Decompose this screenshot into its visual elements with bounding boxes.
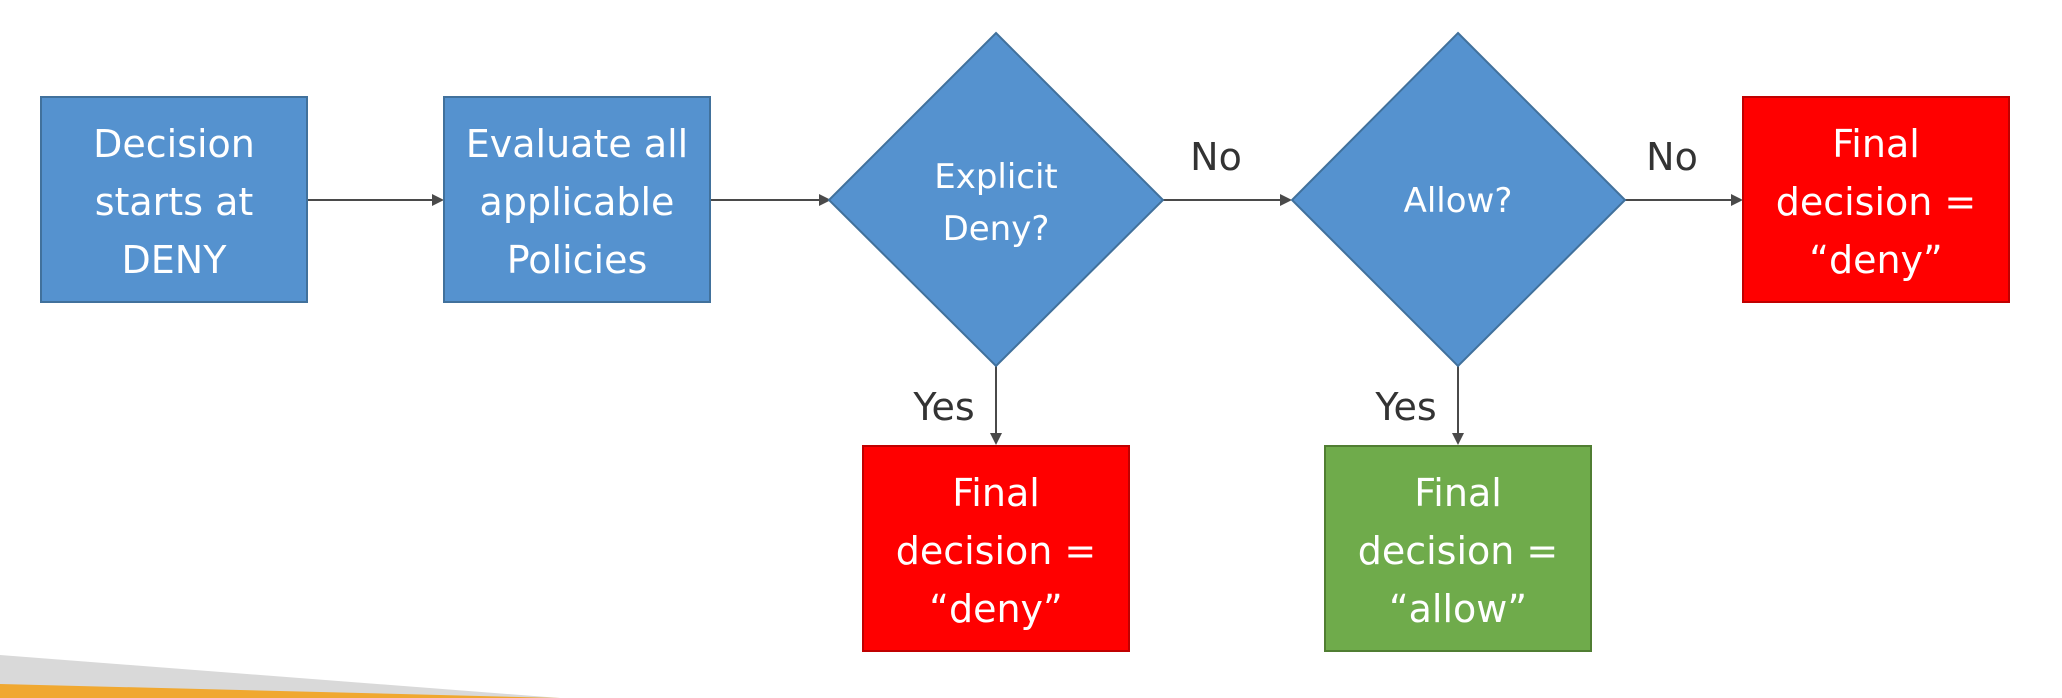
node-evaluate-policies-line2: applicable [480,180,675,224]
node-final-deny-yes-line3: “deny” [929,587,1062,631]
node-final-allow: Final decision = “allow” [1324,445,1592,652]
node-final-deny-no-line3: “deny” [1809,238,1942,282]
node-allow-decision: Allow? [1290,31,1627,368]
node-final-allow-line3: “allow” [1389,587,1527,631]
node-decision-start-line2: starts at [95,180,254,224]
node-final-deny-yes-path: Final decision = “deny” [862,445,1130,652]
node-evaluate-policies-line3: Policies [507,238,648,282]
edge-label-explicit-deny-no: No [1190,135,1242,179]
node-decision-start-line3: DENY [122,238,228,282]
node-decision-start: Decision starts at DENY [40,96,308,303]
node-final-allow-line1: Final [1414,471,1502,515]
edge-labels: No No Yes Yes [912,135,1698,429]
flow-edges [307,194,1743,445]
node-explicit-deny-decision: Explicit Deny? [827,31,1165,368]
node-allow-line1: Allow? [1404,181,1513,221]
footer-decoration [0,655,560,698]
node-explicit-deny-line2: Deny? [943,209,1050,249]
node-final-deny-yes-line2: decision = [896,529,1097,573]
node-explicit-deny-line1: Explicit [934,157,1058,197]
edge-label-explicit-deny-yes: Yes [912,385,974,429]
node-decision-start-line1: Decision [93,122,255,166]
node-final-deny-no-line1: Final [1832,122,1920,166]
node-final-allow-line2: decision = [1358,529,1559,573]
edge-label-allow-yes: Yes [1374,385,1436,429]
node-evaluate-policies-line1: Evaluate all [466,122,688,166]
node-final-deny-no-path: Final decision = “deny” [1742,96,2010,303]
edge-label-allow-no: No [1646,135,1698,179]
node-evaluate-policies: Evaluate all applicable Policies [443,96,711,303]
node-final-deny-no-line2: decision = [1776,180,1977,224]
node-final-deny-yes-line1: Final [952,471,1040,515]
